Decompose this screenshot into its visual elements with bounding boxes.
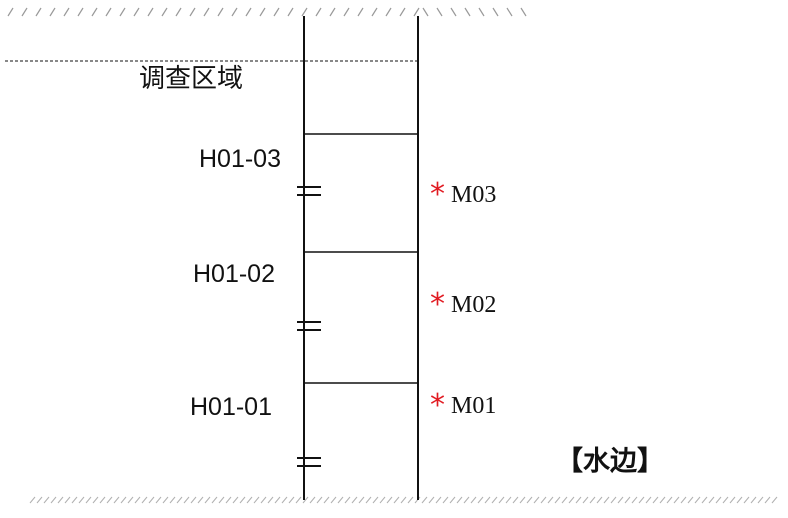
marker-label: M01 <box>451 393 497 419</box>
borehole-tick-03 <box>297 186 321 196</box>
hole-label-h01-03: H01-03 <box>199 145 281 173</box>
marker-m01: * M01 <box>430 391 496 421</box>
borehole-tick-02 <box>297 321 321 331</box>
top-ground-hatch <box>7 7 527 17</box>
marker-label: M03 <box>451 182 497 208</box>
hole-label-h01-01: H01-01 <box>190 393 272 421</box>
hole-label-h01-02: H01-02 <box>193 260 275 288</box>
asterisk-icon: * <box>430 287 445 322</box>
marker-label: M02 <box>451 292 497 318</box>
water-edge-label: 【水边】 <box>556 446 664 477</box>
survey-zone-label: 调查区域 <box>139 64 244 94</box>
marker-m03: * M03 <box>430 180 496 210</box>
borehole-tick-01 <box>297 457 321 467</box>
asterisk-icon: * <box>430 388 445 423</box>
marker-m02: * M02 <box>430 290 496 320</box>
bottom-ground-hatch <box>29 496 778 504</box>
asterisk-icon: * <box>430 177 445 212</box>
